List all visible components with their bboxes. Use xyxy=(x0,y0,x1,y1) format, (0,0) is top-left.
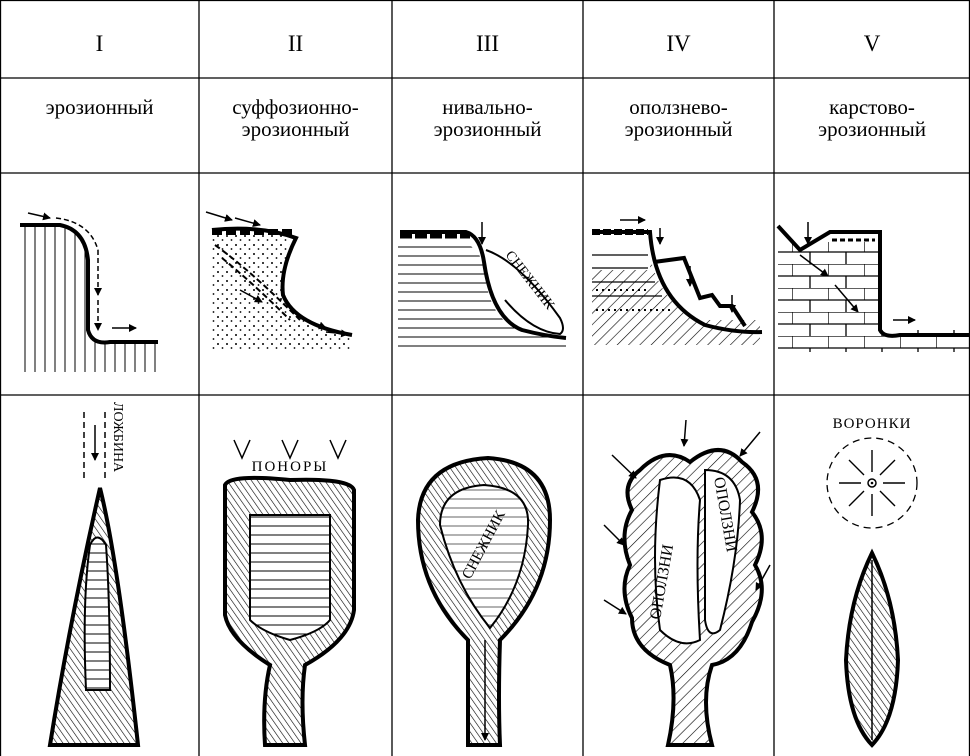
plan-suffosion: ПОНОРЫ xyxy=(225,440,354,745)
lozhbina-label: ЛОЖБИНА xyxy=(110,402,125,473)
plan-nival: СНЕЖНИК xyxy=(418,458,550,745)
profile-suffosion xyxy=(206,212,352,350)
plan-landslide: ОПОЛЗНИ ОПОЛЗНИ xyxy=(604,420,770,745)
profile-erosional xyxy=(20,213,158,372)
ponory-label: ПОНОРЫ xyxy=(252,459,329,475)
profile-landslide xyxy=(592,220,762,345)
profile-nival: СНЕЖНИК xyxy=(398,222,566,352)
voronki-label: ВОРОНКИ xyxy=(833,416,912,432)
profile-karst xyxy=(778,222,969,352)
plan-karst: ВОРОНКИ xyxy=(827,416,917,745)
plan-erosional: ЛОЖБИНА xyxy=(50,402,138,745)
